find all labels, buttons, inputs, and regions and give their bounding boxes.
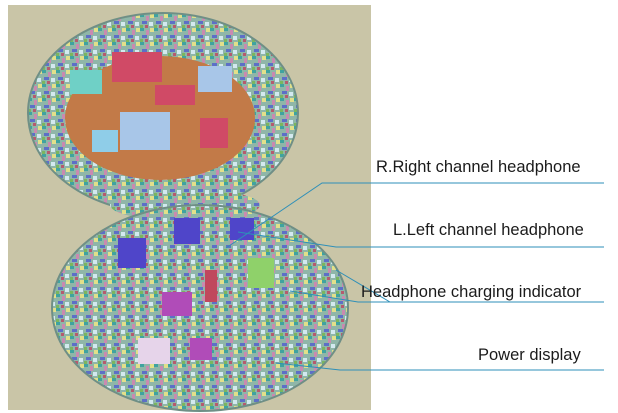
- leader-line-right: [225, 182, 604, 249]
- callout-right-headphone: R.Right channel headphone: [376, 158, 581, 176]
- leader-line-indicator-1: [289, 290, 604, 303]
- leader-line-power: [275, 362, 604, 371]
- earbud-right: [174, 218, 200, 244]
- power-display: [138, 338, 170, 364]
- charging-indicator: [248, 258, 274, 288]
- case-base: [51, 204, 349, 412]
- leader-line-left: [237, 231, 604, 248]
- callout-charging-indicator: Headphone charging indicator: [361, 283, 582, 301]
- callout-power-display: Power display: [478, 346, 581, 364]
- callout-left-headphone: L.Left channel headphone: [393, 221, 584, 239]
- leader-line-indicator-2: [335, 269, 391, 303]
- case-lid: [27, 12, 299, 214]
- earbud-left: [118, 238, 146, 268]
